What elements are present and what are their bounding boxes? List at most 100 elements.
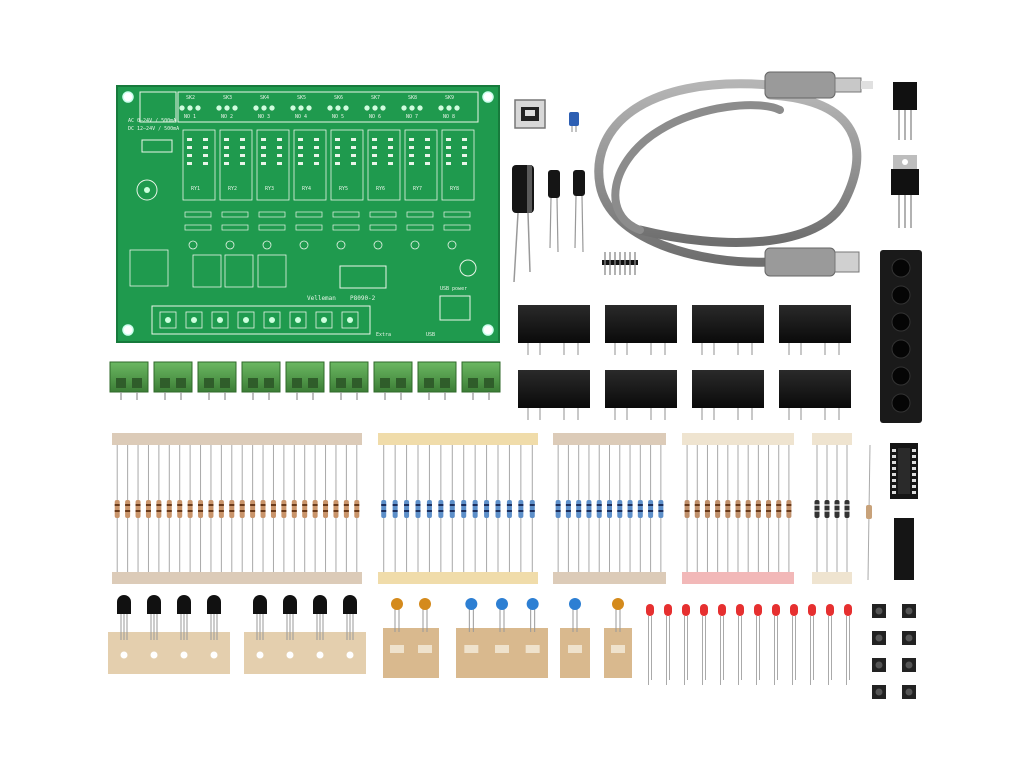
- resistor: [472, 500, 478, 518]
- resistor: [648, 500, 654, 518]
- resistor: [270, 500, 276, 518]
- pcb-extra: Extra: [376, 332, 391, 338]
- red-led: [700, 604, 708, 685]
- relay: [692, 305, 764, 355]
- red-led: [844, 604, 852, 685]
- resistor: [125, 500, 131, 518]
- usb-b-connector: [514, 99, 546, 129]
- pcb-button-pad: [289, 311, 307, 329]
- resistor: [312, 500, 318, 518]
- single-resistor: [866, 444, 872, 581]
- ic-socket: [890, 443, 918, 499]
- ceramic-capacitors: [383, 598, 632, 678]
- pcb-button-pad: [341, 311, 359, 329]
- push-button: [872, 685, 886, 699]
- pcb-sk-label: SK9: [445, 95, 454, 101]
- ceramic-capacitor: [526, 598, 539, 610]
- resistor-strip: [112, 433, 362, 584]
- push-button: [902, 658, 916, 672]
- pcb-relay-name: RY6: [376, 186, 385, 192]
- resistor: [449, 500, 455, 518]
- relay: [605, 305, 677, 355]
- red-led: [664, 604, 672, 685]
- led-holder-hole: [891, 258, 911, 278]
- resistor: [229, 500, 235, 518]
- relay: [779, 305, 851, 355]
- usb-cable: [594, 71, 873, 277]
- pcb-button-pad: [211, 311, 229, 329]
- led-holder-hole: [891, 285, 911, 305]
- pcb-rating-2: DC 12–24V / 500mA: [128, 126, 179, 132]
- resistor-strip: [378, 433, 538, 584]
- pcb-sk-label: SK8: [408, 95, 417, 101]
- resistor: [281, 500, 287, 518]
- led-holder-hole: [891, 312, 911, 332]
- resistor-strip: [682, 433, 794, 584]
- pcb-relay-outline: [441, 129, 475, 201]
- resistor: [461, 500, 467, 518]
- transistor-group: [108, 595, 230, 674]
- resistor: [586, 500, 592, 518]
- screw-terminals: [109, 361, 501, 400]
- resistor: [596, 500, 602, 518]
- pcb-no-label: NO 1: [184, 114, 196, 120]
- resistor: [381, 500, 387, 518]
- red-led: [772, 604, 780, 685]
- resistor: [627, 500, 633, 518]
- mount-hole: [122, 91, 134, 103]
- resistor: [354, 500, 360, 518]
- push-button: [872, 604, 886, 618]
- ceramic-capacitor: [496, 598, 508, 610]
- pcb-button-row: [151, 305, 371, 335]
- diode: [824, 500, 830, 518]
- led-holder-hole: [891, 393, 911, 413]
- led-holder-hole: [891, 339, 911, 359]
- diode: [844, 500, 850, 518]
- transistor: [207, 595, 221, 614]
- pcb-button-pad: [263, 311, 281, 329]
- resistor: [745, 500, 751, 518]
- resistor: [114, 500, 120, 518]
- resistor: [704, 500, 710, 518]
- resistor: [786, 500, 792, 518]
- resistor: [145, 500, 151, 518]
- resistor: [735, 500, 741, 518]
- ceramic-cap-group: [560, 598, 590, 678]
- pcb-button-pad: [237, 311, 255, 329]
- screw-terminal: [197, 361, 237, 400]
- relay: [692, 370, 764, 420]
- ceramic-cap-group: [604, 598, 632, 678]
- diode: [834, 500, 840, 518]
- resistor: [725, 500, 731, 518]
- transistor: [283, 595, 297, 614]
- pcb-relay-outline: [182, 129, 216, 201]
- resistor: [208, 500, 214, 518]
- resistor: [438, 500, 444, 518]
- transistor-to92: [893, 82, 917, 140]
- resistor: [576, 500, 582, 518]
- red-led: [682, 604, 690, 685]
- led-holder-hole: [891, 366, 911, 386]
- resistor: [250, 500, 256, 518]
- pin-header: [602, 252, 638, 275]
- electrolytic-capacitor-small: [573, 170, 585, 253]
- transistor: [253, 595, 267, 614]
- screw-terminal: [461, 361, 501, 400]
- screw-terminal: [241, 361, 281, 400]
- pcb-relay-name: RY2: [228, 186, 237, 192]
- pcb-sk-label: SK4: [260, 95, 269, 101]
- pcb-sk-label: SK7: [371, 95, 380, 101]
- resistor: [218, 500, 224, 518]
- mount-hole: [122, 324, 134, 336]
- pcb-no-label: NO 4: [295, 114, 307, 120]
- relay: [518, 370, 590, 420]
- resistor: [694, 500, 700, 518]
- resistor: [291, 500, 297, 518]
- resistor: [617, 500, 623, 518]
- resistor: [506, 500, 512, 518]
- relay: [779, 370, 851, 420]
- ceramic-capacitor: [569, 598, 581, 610]
